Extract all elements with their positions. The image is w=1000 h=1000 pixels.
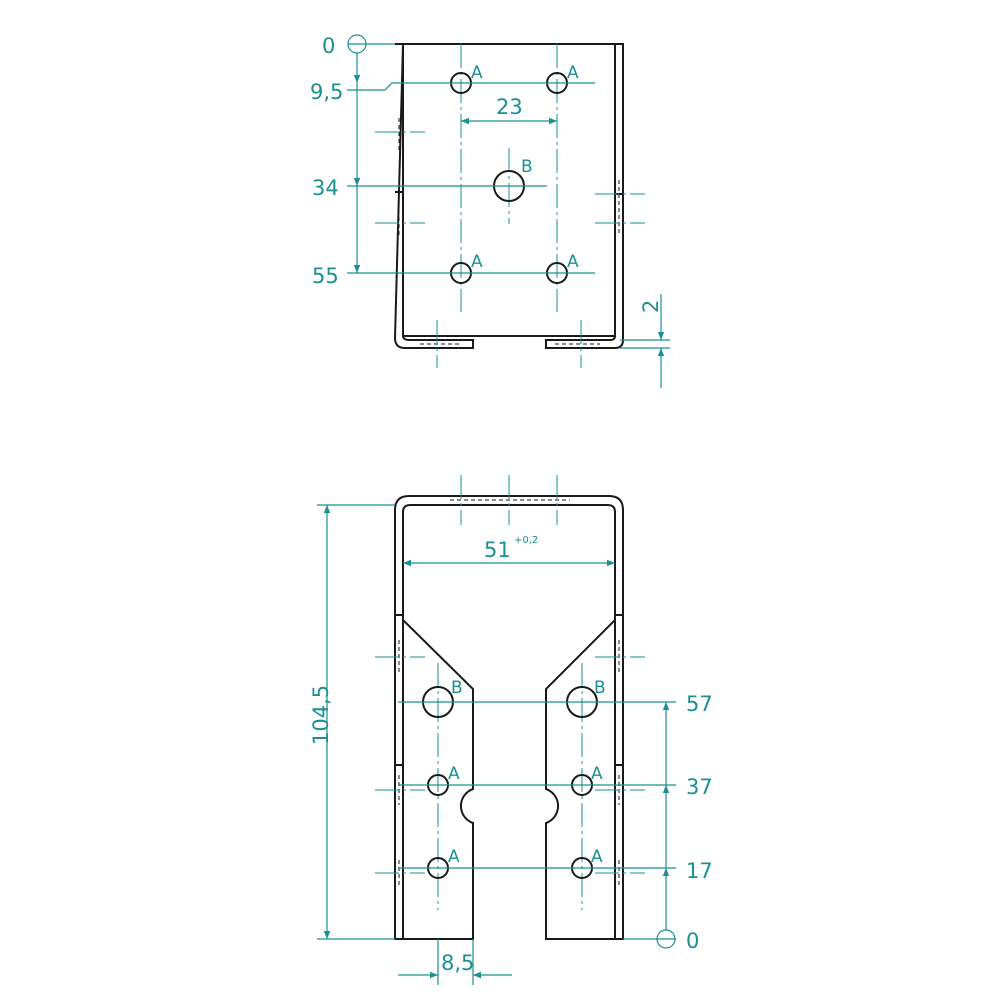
dim-label: 57 xyxy=(686,692,713,716)
dim-label: 9,5 xyxy=(310,80,343,104)
dim-label: 37 xyxy=(686,775,713,799)
hole-label: A xyxy=(591,764,603,784)
hole-label: A xyxy=(567,252,579,272)
dim-label: 17 xyxy=(686,859,713,883)
hole-label: A xyxy=(471,63,483,83)
dim-label: 34 xyxy=(312,176,339,200)
dim-origin-label: 0 xyxy=(686,929,699,953)
dim-label: 55 xyxy=(312,264,339,288)
left-prong xyxy=(402,619,474,940)
dim-edge-label: 8,5 xyxy=(441,951,474,975)
hole-label: A xyxy=(448,847,460,867)
top-view: A A A A B 0 9,5 34 55 23 2 xyxy=(310,34,670,388)
hole-label: B xyxy=(594,678,606,698)
bottom-view: B B A A A A 104,5 51 +0,2 57 37 17 0 xyxy=(309,475,713,985)
hole-label: A xyxy=(471,252,483,272)
hole-label: A xyxy=(591,847,603,867)
dim-height-label: 104,5 xyxy=(309,685,333,745)
top-outline xyxy=(393,43,624,349)
dim-spacing-label: 23 xyxy=(496,95,523,119)
dim-origin-label: 0 xyxy=(322,34,335,58)
right-prong xyxy=(545,619,616,940)
dim-width-label: 51 xyxy=(484,538,511,562)
hole-label: B xyxy=(521,157,533,177)
hole-label: A xyxy=(448,764,460,784)
dim-width-tolerance: +0,2 xyxy=(514,535,538,546)
hole-label: B xyxy=(451,678,463,698)
dim-thickness-label: 2 xyxy=(639,300,663,313)
hole-label: A xyxy=(567,63,579,83)
